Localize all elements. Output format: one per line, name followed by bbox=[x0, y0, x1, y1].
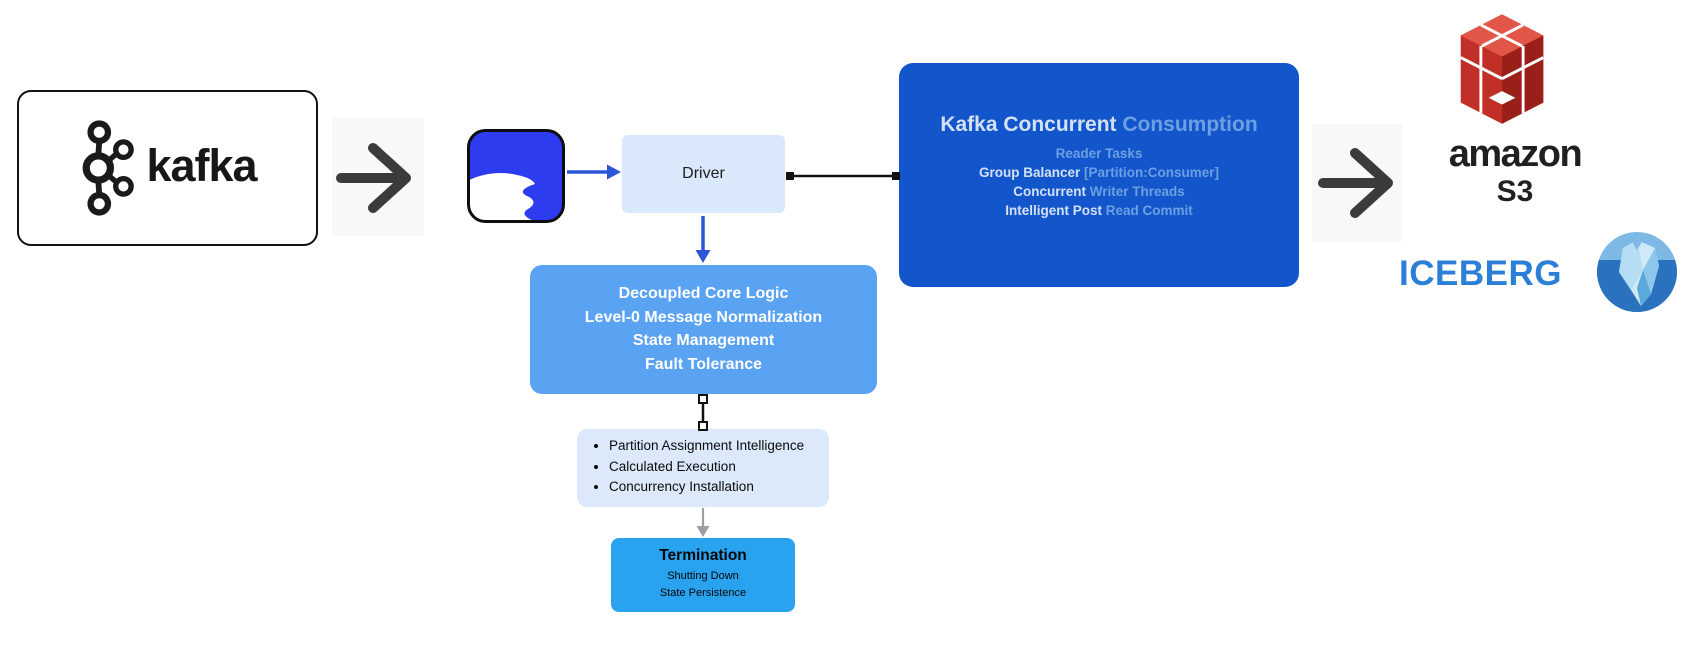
consumption-line-reader-tasks: Reader Tasks bbox=[1055, 146, 1143, 161]
bullet-calculated-execution: Calculated Execution bbox=[609, 457, 829, 478]
iceberg-wordmark: ICEBERG bbox=[1399, 254, 1562, 293]
connector-driver-consumption[interactable] bbox=[786, 172, 900, 180]
arrow-consumption-to-s3[interactable] bbox=[1318, 148, 1393, 218]
termination-title: Termination bbox=[659, 547, 747, 564]
intelligence-node[interactable]: Partition Assignment Intelligence Calcul… bbox=[577, 429, 829, 507]
consumption-title: Kafka Concurrent Consumption bbox=[940, 113, 1258, 136]
bullet-partition-assignment: Partition Assignment Intelligence bbox=[609, 436, 829, 457]
arrow-intelligence-to-termination[interactable] bbox=[696, 508, 710, 537]
arrow-kafka-to-lake[interactable] bbox=[336, 143, 411, 213]
kafka-logo-icon bbox=[83, 120, 135, 216]
arrow-lake-to-driver[interactable] bbox=[567, 164, 621, 180]
lake-node[interactable] bbox=[467, 129, 565, 223]
consumption-line-writer-threads: Concurrent Writer Threads bbox=[1013, 184, 1185, 199]
termination-node[interactable]: Termination Shutting Down State Persiste… bbox=[611, 538, 795, 612]
intelligence-bullet-list: Partition Assignment Intelligence Calcul… bbox=[591, 436, 829, 498]
termination-line-shutting-down: Shutting Down bbox=[667, 570, 739, 582]
bullet-concurrency-installation: Concurrency Installation bbox=[609, 477, 829, 498]
core-line-state-management: State Management bbox=[632, 332, 775, 349]
kafka-wordmark: kafka bbox=[146, 140, 257, 191]
core-line-normalization: Level-0 Message Normalization bbox=[584, 308, 823, 326]
core-line-decoupled: Decoupled Core Logic bbox=[618, 285, 789, 302]
arrow-bg bbox=[332, 118, 424, 236]
s3-wordmark: S3 bbox=[1496, 175, 1534, 208]
arrow-bg bbox=[1312, 124, 1402, 242]
driver-label: Driver bbox=[682, 165, 725, 182]
driver-node[interactable]: Driver bbox=[622, 135, 785, 213]
kafka-node[interactable]: kafka bbox=[17, 90, 318, 246]
consumption-node[interactable]: Kafka Concurrent Consumption Reader Task… bbox=[899, 63, 1299, 287]
consumption-line-post-read-commit: Intelligent Post Read Commit bbox=[1005, 203, 1193, 218]
core-logic-node[interactable]: Decoupled Core Logic Level-0 Message Nor… bbox=[530, 265, 877, 394]
core-line-fault-tolerance: Fault Tolerance bbox=[644, 355, 763, 373]
amazon-wordmark: amazon bbox=[1448, 133, 1583, 175]
iceberg-logo-icon bbox=[1597, 232, 1677, 312]
arrow-driver-to-core[interactable] bbox=[695, 216, 711, 263]
termination-line-state-persistence: State Persistence bbox=[659, 586, 747, 599]
connector-core-intelligence[interactable] bbox=[698, 394, 708, 431]
consumption-line-group-balancer: Group Balancer [Partition:Consumer] bbox=[978, 165, 1220, 180]
blue-lake-wave-icon bbox=[467, 129, 565, 223]
amazon-s3-logo-icon bbox=[1454, 10, 1550, 132]
